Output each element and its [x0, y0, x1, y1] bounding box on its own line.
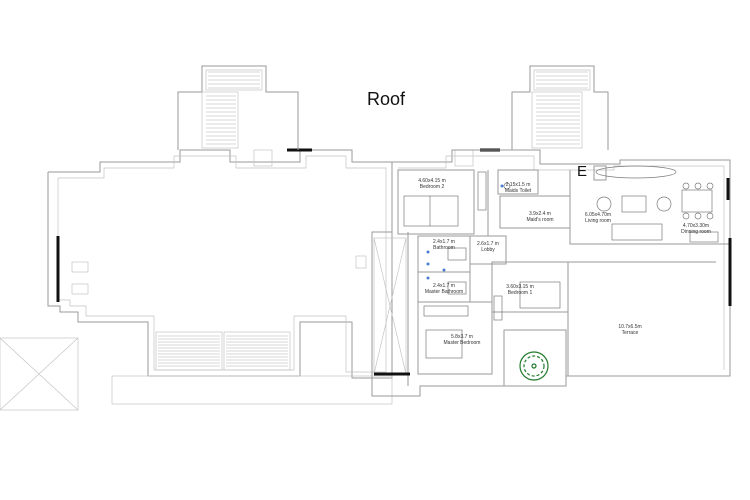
room-name: Bedroom 1 — [508, 290, 533, 296]
furniture — [403, 165, 719, 359]
entrance-label: E — [577, 163, 587, 180]
room-name: Maids Toilet — [505, 188, 532, 194]
room-dims: 4.60x4.15 m — [418, 178, 446, 184]
stair-right — [511, 65, 609, 150]
skylights — [155, 331, 291, 371]
room-dims: 2.6x1.7 m — [477, 241, 499, 247]
roof-label: Roof — [367, 89, 406, 109]
room-name: Bathroom — [433, 245, 455, 251]
room-dims: 2.4x1.7 m — [433, 283, 455, 289]
room-name: Terrace — [622, 330, 639, 336]
room-name: Lobby — [481, 247, 495, 253]
tree-icon — [519, 351, 549, 381]
balcony-left — [0, 337, 393, 411]
room-dims: 6.05x4.70m — [585, 212, 611, 218]
room-name: Dinning room — [681, 229, 711, 235]
apartment-windows — [374, 178, 732, 376]
room-name: Master Bedroom — [444, 340, 481, 346]
plumbing-fixtures — [426, 184, 504, 280]
room-dims: 10.7x6.5m — [618, 324, 641, 330]
room-dims: 3.60x3.15 m — [506, 284, 534, 290]
room-dims: 4.70x3.30m — [683, 223, 709, 229]
room-name: Maid's room — [526, 217, 553, 223]
room-labels: 4.60x4.15 m Bedroom 2 2.15x1.5 m Maids T… — [418, 178, 711, 346]
room-dims: 3.9x2.4 m — [529, 211, 551, 217]
room-dims: 2.15x1.5 m — [506, 182, 531, 188]
stair-left — [177, 65, 299, 150]
room-name: Living room — [585, 218, 611, 224]
room-dims: 5.8x3.7 m — [451, 334, 473, 340]
room-dims: 2.4x1.7 m — [433, 239, 455, 245]
room-name: Bedroom 2 — [420, 184, 445, 190]
room-name: Master Bathroom — [425, 289, 463, 295]
